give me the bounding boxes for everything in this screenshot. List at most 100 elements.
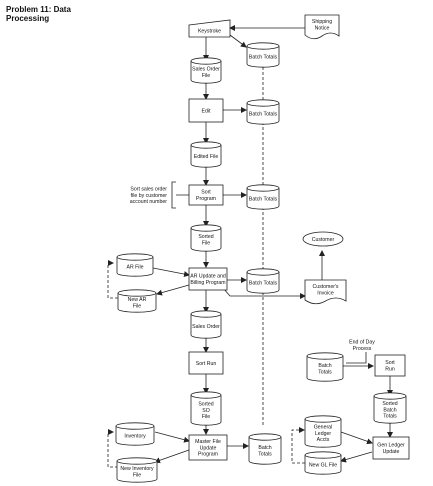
- batch-totals-3-top: [246, 184, 280, 192]
- batch-totals-4-top: [246, 268, 280, 276]
- flow-endofday-note: [346, 352, 367, 364]
- sales-order-line-1: Sales Order: [192, 324, 220, 330]
- sales-order-body: [190, 314, 222, 339]
- sorted-so-file-line-3: File: [202, 414, 210, 420]
- sorted-batch-totals-line-3: Totals: [383, 414, 397, 420]
- page-title: Problem 11: Data Processing: [6, 5, 126, 23]
- sales-order: Sales Order: [190, 310, 222, 339]
- edit-process-shape: [188, 98, 224, 123]
- sort-program-line-1: Sort: [201, 190, 211, 196]
- batch-totals-2-body: [246, 103, 280, 125]
- shipping-notice-line-2: Notice: [315, 25, 330, 31]
- title-line-2: Processing: [6, 14, 50, 23]
- sort-program-shape: [188, 184, 224, 206]
- flow-keystroke-batch1: [229, 34, 247, 48]
- customer-shape: [302, 231, 344, 247]
- edited-file-body: [190, 145, 222, 168]
- gen-ledger-update-line-2: Update: [383, 449, 400, 455]
- gen-ledger-update-line-1: Gen Ledger: [377, 443, 405, 449]
- batch-totals-4-body: [246, 272, 280, 294]
- inventory-file: Inventory: [115, 422, 155, 446]
- batch-totals-1-line-1: Batch Totals: [249, 54, 278, 60]
- sorted-file-top: [190, 224, 222, 232]
- sort-run-2-line-2: Run: [385, 366, 395, 372]
- master-file-update-program-line-1: Master File: [195, 439, 221, 445]
- new-inventory-file-body: [116, 461, 158, 483]
- batch-totals-4-line-1: Batch Totals: [249, 280, 278, 286]
- sort-run-2-shape: [374, 354, 406, 377]
- batch-totals-5-line-1: Batch: [318, 363, 331, 369]
- sorted-so-file-line-1: Sorted: [198, 402, 213, 408]
- ar-file: AR File: [116, 253, 154, 277]
- batch-totals-5-top: [306, 352, 344, 360]
- batch-totals-2: Batch Totals: [246, 99, 280, 125]
- sorted-file-line-1: Sorted: [198, 234, 213, 240]
- flow-inventory-master: [154, 431, 190, 443]
- batch-totals-6-line-1: Batch: [258, 445, 271, 451]
- connectors: [107, 25, 393, 468]
- batch-totals-3-body: [246, 188, 280, 210]
- edited-file-line-1: Edited File: [194, 154, 219, 160]
- flow-master-newinventory: [154, 449, 190, 464]
- batch-totals-1-body: [246, 46, 280, 68]
- sort-run: Sort Run: [188, 351, 224, 375]
- batch-totals-3-line-1: Batch Totals: [249, 196, 278, 202]
- new-gl-file-line-1: New GL File: [309, 462, 337, 468]
- title-line-1: Problem 11: Data: [6, 5, 71, 14]
- sorted-batch-totals-line-1: Sorted: [382, 401, 397, 407]
- ar-update-billing-program-line-1: AR Update and: [190, 274, 226, 280]
- edit-process-line-1: Edit: [202, 108, 211, 114]
- sales-order-file-line-1: Sales Order: [192, 67, 220, 73]
- ar-file-line-1: AR File: [126, 264, 143, 270]
- ar-file-loop: [107, 260, 118, 299]
- master-file-update-program-line-3: Program: [198, 452, 218, 458]
- ar-update-billing-program-shape: [188, 267, 228, 291]
- flow-arfile-arupdate: [152, 267, 190, 277]
- new-ar-file-line-2: File: [133, 303, 141, 309]
- gen-ledger-update-shape: [372, 436, 410, 460]
- gl-file-loop: [291, 427, 305, 464]
- sorted-so-file-body: [190, 395, 222, 426]
- batch-totals-2-top: [246, 99, 280, 107]
- sales-order-file-top: [190, 57, 222, 65]
- inventory-file-top: [115, 422, 155, 430]
- sorted-batch-totals-line-2: Batch: [383, 407, 396, 413]
- customer: Customer: [302, 231, 344, 247]
- ar-update-billing-program-line-2: Billing Program: [190, 280, 225, 286]
- sort-note-line-1: Sort sales order: [130, 187, 167, 193]
- batch-totals-2-line-1: Batch Totals: [249, 111, 278, 117]
- general-ledger-accts-line-3: Accts: [317, 437, 330, 443]
- sorted-batch-totals-top: [373, 392, 407, 400]
- keystroke-input: Keystroke: [188, 19, 231, 38]
- general-ledger-accts-line-1: General: [314, 425, 332, 431]
- sales-order-file-body: [190, 61, 222, 84]
- sales-order-file-line-2: File: [202, 73, 210, 79]
- edited-file-top: [190, 141, 222, 149]
- sort-run-shape: [188, 351, 224, 375]
- new-ar-file-line-1: New AR: [128, 297, 147, 303]
- shipping-notice-line-1: Shipping: [312, 19, 332, 25]
- ar-file-top: [116, 253, 154, 261]
- general-ledger-accts-body: [304, 419, 342, 448]
- batch-totals-6-body: [248, 437, 282, 465]
- customers-invoice-shape: [304, 279, 347, 305]
- batch-totals-5-body: [306, 356, 344, 382]
- batch-totals-6-line-2: Totals: [258, 451, 272, 457]
- master-file-update-program-shape: [188, 434, 228, 461]
- sort-note-line-3: account number: [130, 199, 167, 205]
- flow-genledger-newgl: [340, 451, 373, 463]
- batch-totals-5-line-2: Totals: [318, 369, 332, 375]
- flow-arupdate-invoice: [222, 287, 306, 299]
